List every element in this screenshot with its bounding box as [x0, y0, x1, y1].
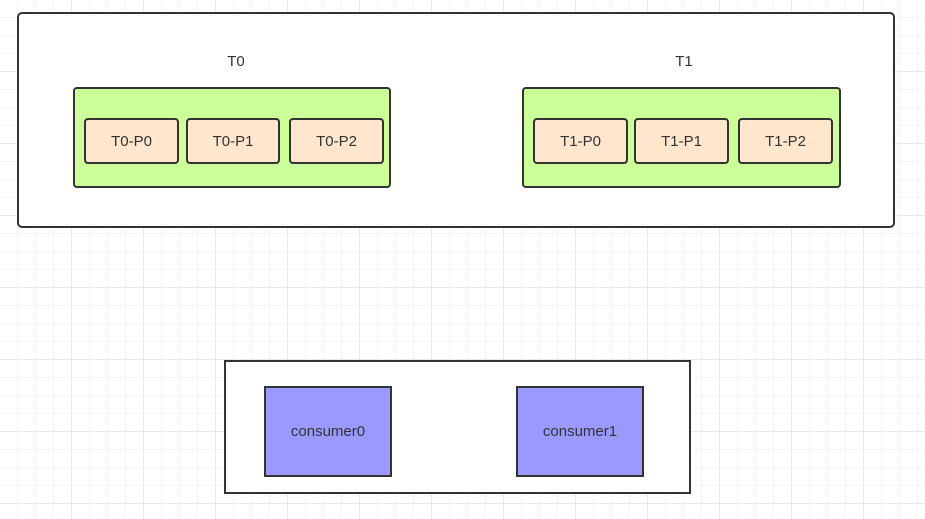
partition-t1-p2[interactable]: T1-P2	[738, 118, 833, 164]
partition-t0-p2[interactable]: T0-P2	[289, 118, 384, 164]
topic-t0-label: T0	[227, 53, 245, 70]
partition-t0-p0[interactable]: T0-P0	[84, 118, 179, 164]
partition-t0-p1[interactable]: T0-P1	[186, 118, 280, 164]
consumer-1[interactable]: consumer1	[516, 386, 644, 477]
consumer-0[interactable]: consumer0	[264, 386, 392, 477]
topic-t1-label: T1	[675, 53, 693, 70]
partition-t1-p0[interactable]: T1-P0	[533, 118, 628, 164]
partition-t1-p1[interactable]: T1-P1	[634, 118, 729, 164]
